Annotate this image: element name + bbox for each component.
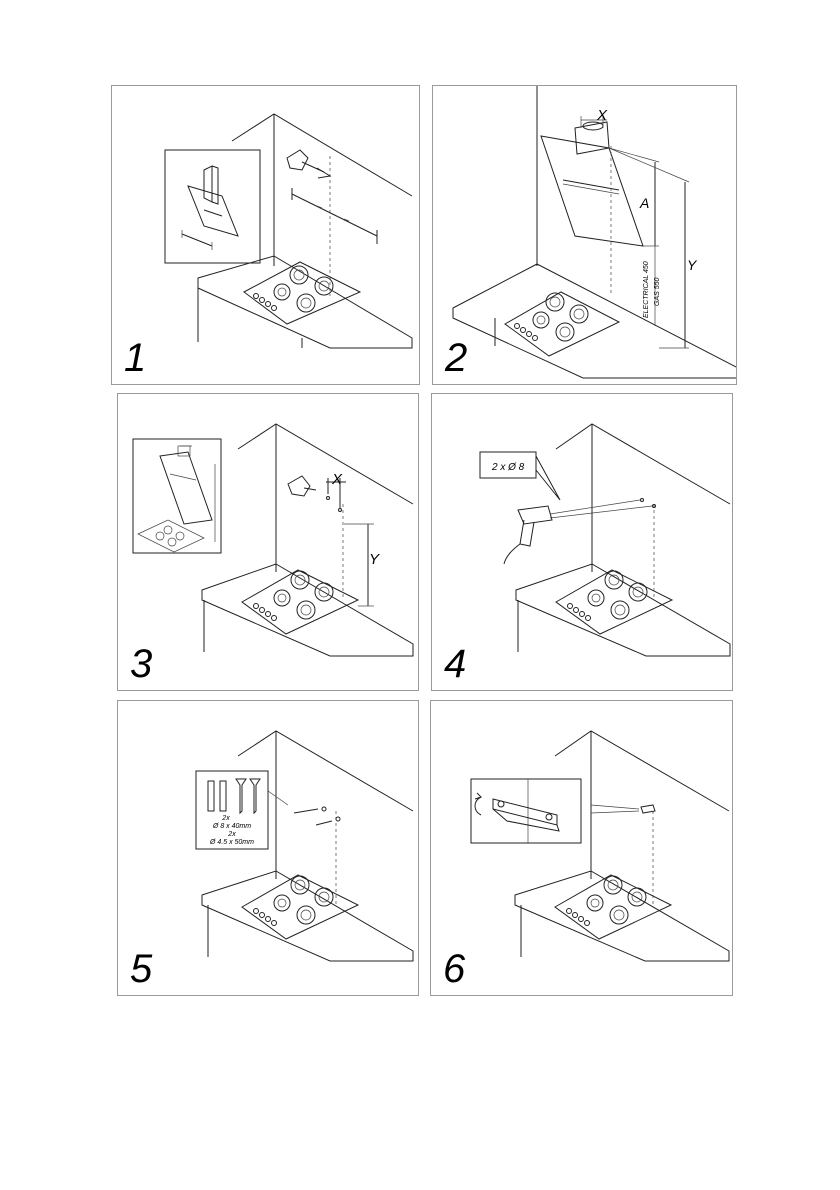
step-3-panel: X Y 3 xyxy=(117,393,419,691)
step-4-panel: 2 x Ø 8 4 xyxy=(431,393,733,691)
step-6-illustration xyxy=(431,701,733,996)
pencil-hand-icon xyxy=(288,476,316,496)
label-y: Y xyxy=(687,257,698,273)
label-y: Y xyxy=(369,551,380,568)
label-x: X xyxy=(596,107,608,124)
step-number: 4 xyxy=(444,644,466,684)
fixing-size-2: Ø 4.5 x 50mm xyxy=(209,839,254,846)
label-a: A xyxy=(639,195,649,211)
step-1-illustration xyxy=(112,86,420,385)
step-1-panel: 1 xyxy=(111,85,420,385)
step-6-panel: 6 xyxy=(430,700,733,996)
step-number: 2 xyxy=(445,338,467,378)
hob-icon xyxy=(505,292,619,356)
inset-hood-detail xyxy=(165,150,260,263)
step-2-panel: X A Y ELECTRICAL 450 GAS 550 2 xyxy=(432,85,737,385)
fixing-qty-2: 2x xyxy=(227,831,236,838)
step-number: 5 xyxy=(130,949,152,989)
bracket-inset xyxy=(471,779,581,843)
drill-icon xyxy=(504,506,552,564)
step-3-illustration: X Y xyxy=(118,394,419,691)
step-2-illustration: X A Y ELECTRICAL 450 GAS 550 xyxy=(433,86,737,385)
rotate-screw-icon xyxy=(475,793,481,815)
cooker-hood xyxy=(541,122,643,246)
step-number: 3 xyxy=(130,644,152,684)
step-number: 1 xyxy=(124,338,146,378)
pencil-hand-icon xyxy=(287,150,330,178)
step-4-illustration: 2 x Ø 8 xyxy=(432,394,733,691)
label-gas: GAS 550 xyxy=(654,277,661,306)
step-number: 6 xyxy=(443,949,465,989)
inset-hood-measure xyxy=(133,439,221,553)
step-5-illustration: 2x Ø 8 x 40mm 2x Ø 4.5 x 50mm xyxy=(118,701,419,996)
drill-size-label: 2 x Ø 8 xyxy=(491,462,525,473)
fixing-size-1: Ø 8 x 40mm xyxy=(212,823,251,830)
label-x: X xyxy=(331,471,343,488)
step-5-panel: 2x Ø 8 x 40mm 2x Ø 4.5 x 50mm 5 xyxy=(117,700,419,996)
hob-icon xyxy=(244,262,360,324)
fixing-qty-1: 2x xyxy=(221,815,230,822)
label-electrical: ELECTRICAL 450 xyxy=(643,261,650,318)
